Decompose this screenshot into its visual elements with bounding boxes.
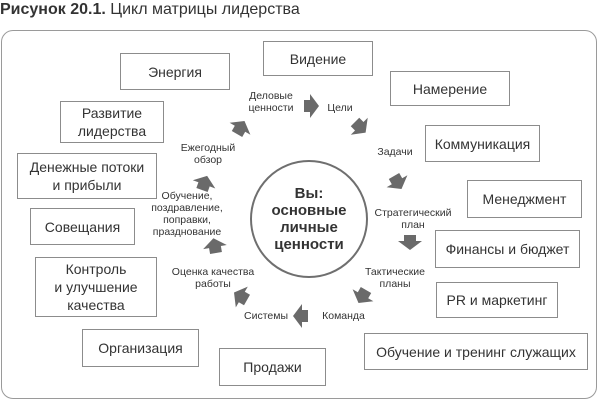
step-annual-review: Ежегодный обзор — [180, 142, 236, 166]
step-performance-review: Оценка качества работы — [171, 266, 255, 290]
box-cash-flow[interactable]: Денежные потоки и прибыли — [17, 153, 157, 199]
step-goals: Цели — [327, 102, 353, 114]
box-vision[interactable]: Видение — [263, 41, 373, 76]
box-quality-control[interactable]: Контроль и улучшение качества — [35, 257, 157, 317]
step-strategic-plan: Стратегический план — [374, 207, 452, 231]
box-sales[interactable]: Продажи — [219, 348, 326, 386]
arrow-icon — [192, 175, 216, 193]
arrow-icon — [350, 117, 368, 135]
box-energy[interactable]: Энергия — [120, 53, 230, 90]
box-management[interactable]: Менеджмент — [467, 180, 582, 218]
box-staff-training[interactable]: Обучение и тренинг служащих — [364, 333, 588, 370]
arrow-icon — [386, 173, 408, 189]
arrow-icon — [234, 286, 250, 308]
arrow-icon — [304, 94, 319, 118]
figure-number: Рисунок 20.1. — [0, 1, 106, 18]
step-business-values: Деловые ценности — [248, 90, 294, 114]
step-tactical-plans: Тактические планы — [364, 266, 426, 290]
box-communication[interactable]: Коммуникация — [425, 125, 540, 162]
arrow-icon — [229, 121, 251, 137]
box-intention[interactable]: Намерение — [390, 71, 510, 106]
figure-title: Цикл матрицы лидерства — [110, 1, 300, 18]
box-leadership-development[interactable]: Развитие лидерства — [60, 101, 164, 143]
arrow-icon — [293, 304, 308, 328]
step-training-celebration: Обучение, поздравление, поправки, праздн… — [151, 190, 223, 238]
box-pr-marketing[interactable]: PR и маркетинг — [436, 282, 558, 318]
core-values-circle: Вы: основные личные ценности — [250, 160, 368, 278]
figure-caption: Рисунок 20.1. Цикл матрицы лидерства — [0, 0, 300, 22]
box-finance-budget[interactable]: Финансы и бюджет — [435, 230, 580, 268]
step-team: Команда — [322, 310, 365, 322]
box-meetings[interactable]: Совещания — [30, 208, 135, 245]
diagram-frame — [1, 30, 597, 399]
step-systems: Системы — [244, 310, 288, 322]
arrow-icon — [352, 287, 374, 303]
arrow-icon — [203, 238, 227, 255]
step-tasks: Задачи — [377, 146, 413, 158]
arrow-icon — [398, 235, 422, 250]
box-organization[interactable]: Организация — [82, 329, 199, 367]
